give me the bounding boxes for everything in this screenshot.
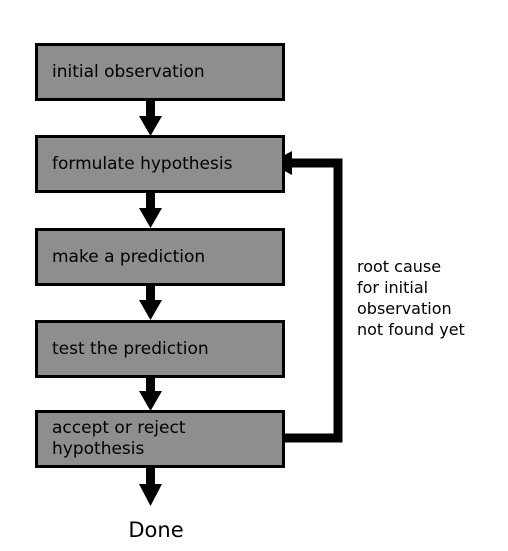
loop-label-line-4: not found yet (357, 320, 465, 339)
arrow-observation-to-hypothesis (139, 98, 162, 136)
step-make-prediction: make a prediction (35, 228, 285, 286)
step-accept-or-reject: accept or reject hypothesis (35, 410, 285, 468)
loop-label-line-3: observation (357, 299, 452, 318)
step-formulate-hypothesis: formulate hypothesis (35, 135, 285, 193)
arrow-prediction-to-test (139, 283, 162, 320)
step-label: initial observation (52, 61, 205, 82)
arrow-hypothesis-to-prediction (139, 190, 162, 228)
step-label: test the prediction (52, 338, 209, 359)
step-label: make a prediction (52, 246, 206, 267)
step-label-line-1: accept or reject (52, 418, 186, 438)
arrow-test-to-decision (139, 375, 162, 411)
step-initial-observation: initial observation (35, 43, 285, 101)
done-label: Done (128, 518, 184, 542)
loop-label-line-2: for initial (357, 278, 429, 297)
arrow-decision-to-done (139, 465, 162, 506)
step-label: formulate hypothesis (52, 153, 233, 174)
loop-label-line-1: root cause (357, 257, 442, 276)
step-test-prediction: test the prediction (35, 320, 285, 378)
loop-condition-label: root cause for initial observation not f… (357, 256, 507, 340)
feedback-loop-arrow (268, 151, 343, 443)
step-label-line-2: hypothesis (52, 439, 145, 459)
